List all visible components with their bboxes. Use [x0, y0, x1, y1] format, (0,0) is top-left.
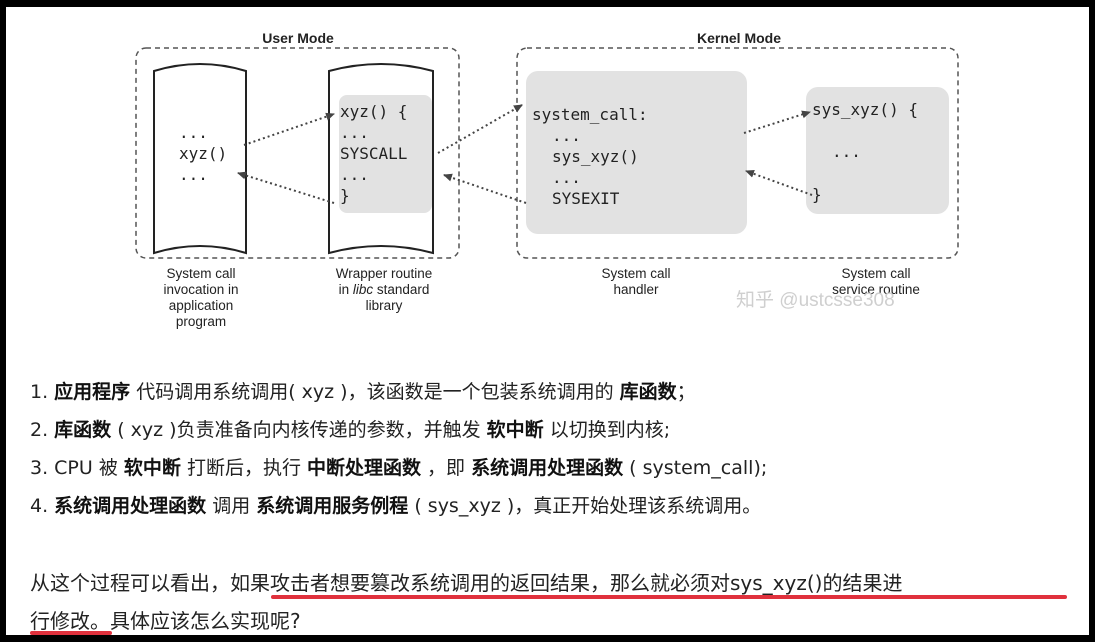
step-2-num: 2. — [30, 419, 55, 441]
step-3-text-3: ( system_call); — [623, 457, 768, 479]
step-3-bold-1: 软中断 — [123, 457, 181, 479]
app-code-line3: ... — [179, 165, 208, 184]
caption-handler-line2: handler — [613, 282, 659, 297]
caption-wrapper-line2-em: libc — [353, 282, 374, 297]
system-call-diagram: User Mode Kernel Mode ... xyz() ... xyz(… — [6, 7, 1089, 359]
caption-wrapper-line2: in libc standard — [339, 282, 430, 297]
step-3-bold-3: 系统调用处理函数 — [471, 457, 624, 479]
handler-code-line3: sys_xyz() — [552, 147, 639, 166]
step-3-bold-2: 中断处理函数 — [307, 457, 422, 479]
paragraph-highlight-2: 行修改。 — [30, 609, 110, 633]
caption-service-line2: service routine — [832, 282, 920, 297]
paragraph-highlight-1: 如果攻击者想要篡改系统调用的返回结果，那么就必须对sys_xyz()的结果进 — [230, 571, 903, 595]
caption-app-line2: invocation in — [163, 282, 238, 297]
step-2-bold-1: 库函数 — [54, 419, 112, 441]
step-2: 2. 库函数 ( xyz )负责准备向内核传递的参数，并触发 软中断 以切换到内… — [30, 415, 670, 442]
service-code-panel — [806, 87, 949, 214]
red-underline-1 — [271, 595, 1067, 599]
step-1-bold-2: 库函数 — [619, 381, 677, 403]
arrow-service-to-handler — [745, 169, 813, 196]
caption-wrapper-line3: library — [366, 298, 403, 313]
step-4-bold-1: 系统调用处理函数 — [54, 495, 207, 517]
caption-app-line3: application — [169, 298, 234, 313]
kernel-mode-region — [516, 47, 959, 259]
watermark: 知乎 @ustcsse308 — [736, 289, 895, 311]
service-code-line3: } — [812, 185, 822, 204]
step-2-text-2: 以切换到内核; — [543, 419, 671, 441]
arrow-wrapper-to-handler — [437, 104, 523, 154]
step-4: 4. 系统调用处理函数 调用 系统调用服务例程 ( sys_xyz )，真正开始… — [30, 491, 761, 518]
arrow-handler-to-service — [743, 110, 811, 134]
step-3-text-2: ，即 — [421, 457, 472, 479]
step-1: 1. 应用程序 代码调用系统调用( xyz )，该函数是一个包装系统调用的 库函… — [30, 377, 696, 404]
wrapper-code-line3: SYSCALL — [340, 144, 407, 163]
paragraph-line-2: 行修改。具体应该怎么实现呢? — [30, 605, 301, 634]
user-mode-label: User Mode — [262, 30, 334, 46]
handler-code-line5: SYSEXIT — [552, 189, 620, 208]
step-4-text-2: ( sys_xyz )，真正开始处理该系统调用。 — [408, 495, 762, 517]
step-1-bold-1: 应用程序 — [54, 381, 131, 403]
caption-wrapper-line1: Wrapper routine — [336, 266, 433, 281]
step-1-text-1: 代码调用系统调用( xyz )，该函数是一个包装系统调用的 — [130, 381, 620, 403]
app-code-line2: xyz() — [179, 144, 227, 163]
step-3-text-1: 打断后，执行 — [180, 457, 307, 479]
app-program-page — [153, 63, 247, 255]
wrapper-code-line2: ... — [340, 123, 369, 142]
handler-code-line2: ... — [552, 126, 581, 145]
step-1-text-2: ； — [676, 381, 696, 403]
service-code-line1: sys_xyz() { — [812, 100, 918, 119]
arrow-app-to-wrapper — [243, 112, 335, 146]
wrapper-code-panel — [339, 95, 432, 213]
handler-code-line4: ... — [552, 168, 581, 187]
kernel-mode-label: Kernel Mode — [697, 30, 781, 46]
paragraph-lead: 从这个过程可以看出， — [30, 571, 230, 595]
step-3: 3. CPU 被 软中断 打断后，执行 中断处理函数 ，即 系统调用处理函数 (… — [30, 453, 767, 480]
wrapper-code-line5: } — [340, 186, 350, 205]
caption-wrapper-line2-pre: in — [339, 282, 353, 297]
explanation-text: 1. 应用程序 代码调用系统调用( xyz )，该函数是一个包装系统调用的 库函… — [6, 367, 1089, 635]
step-4-bold-2: 系统调用服务例程 — [256, 495, 409, 517]
paragraph-tail: 具体应该怎么实现呢? — [110, 609, 301, 633]
step-2-bold-2: 软中断 — [486, 419, 544, 441]
red-underline-2 — [30, 631, 112, 635]
caption-app-line1: System call — [166, 266, 235, 281]
arrow-wrapper-to-app — [237, 171, 335, 204]
step-1-num: 1. — [30, 381, 55, 403]
handler-code-line1: system_call: — [532, 105, 648, 124]
handler-code-panel — [526, 71, 747, 234]
caption-app-line4: program — [176, 314, 226, 329]
caption-service-line1: System call — [841, 266, 910, 281]
step-2-text-1: ( xyz )负责准备向内核传递的参数，并触发 — [111, 419, 487, 441]
step-3-num: 3. CPU 被 — [30, 457, 124, 479]
caption-wrapper-line2-post: standard — [373, 282, 429, 297]
app-code-line1: ... — [179, 123, 208, 142]
caption-handler-line1: System call — [601, 266, 670, 281]
wrapper-code-line1: xyz() { — [340, 102, 407, 121]
user-mode-region — [135, 47, 460, 259]
arrow-handler-to-wrapper — [443, 173, 527, 204]
step-4-text-1: 调用 — [206, 495, 257, 517]
content-frame: User Mode Kernel Mode ... xyz() ... xyz(… — [6, 7, 1089, 635]
paragraph-line-1: 从这个过程可以看出，如果攻击者想要篡改系统调用的返回结果，那么就必须对sys_x… — [30, 567, 902, 596]
step-4-num: 4. — [30, 495, 55, 517]
wrapper-code-line4: ... — [340, 165, 369, 184]
service-code-line2: ... — [832, 142, 861, 161]
